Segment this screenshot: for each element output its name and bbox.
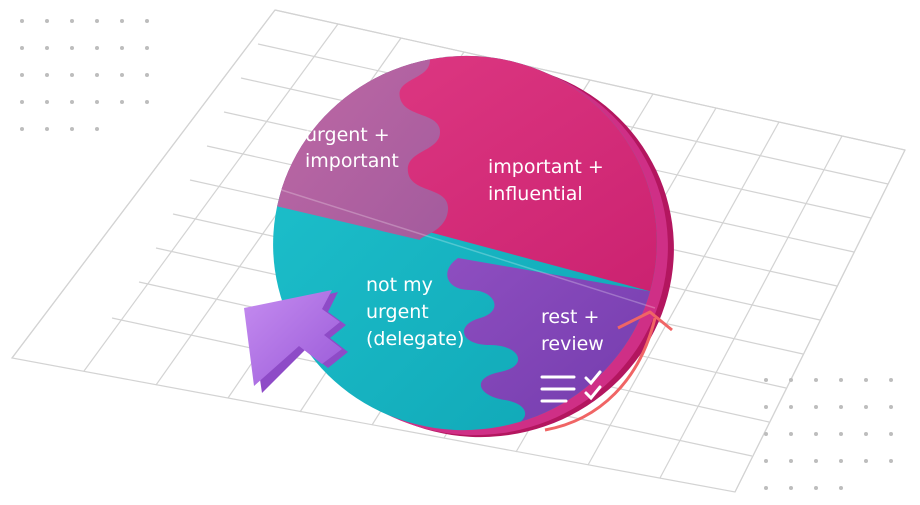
checklist-icon xyxy=(540,370,602,403)
label-line: important + xyxy=(488,156,604,178)
disc-divider xyxy=(271,186,656,309)
priority-disc xyxy=(250,31,682,455)
label-line: rest + xyxy=(541,306,599,328)
quadrant-urgent-important xyxy=(250,31,449,240)
label-line: urgent xyxy=(366,301,429,323)
label-line: not my xyxy=(366,274,433,296)
accent-arc xyxy=(544,317,657,432)
label-rest-review: rest + review xyxy=(541,306,604,355)
cursor-arrow-icon xyxy=(244,290,348,393)
label-line: (delegate) xyxy=(366,328,464,350)
accent-caret-icon xyxy=(617,310,673,332)
label-not-my-urgent: not my urgent (delegate) xyxy=(366,274,464,350)
label-important-influential: important + influential xyxy=(488,156,604,205)
label-urgent-important: urgent + important xyxy=(305,124,399,172)
label-line: influential xyxy=(488,183,583,205)
dot-pattern-bottom-right xyxy=(764,378,893,490)
label-line: review xyxy=(541,333,604,355)
dot-pattern-top-left xyxy=(20,19,149,131)
label-line: important xyxy=(305,150,399,172)
label-line: urgent + xyxy=(305,124,390,146)
